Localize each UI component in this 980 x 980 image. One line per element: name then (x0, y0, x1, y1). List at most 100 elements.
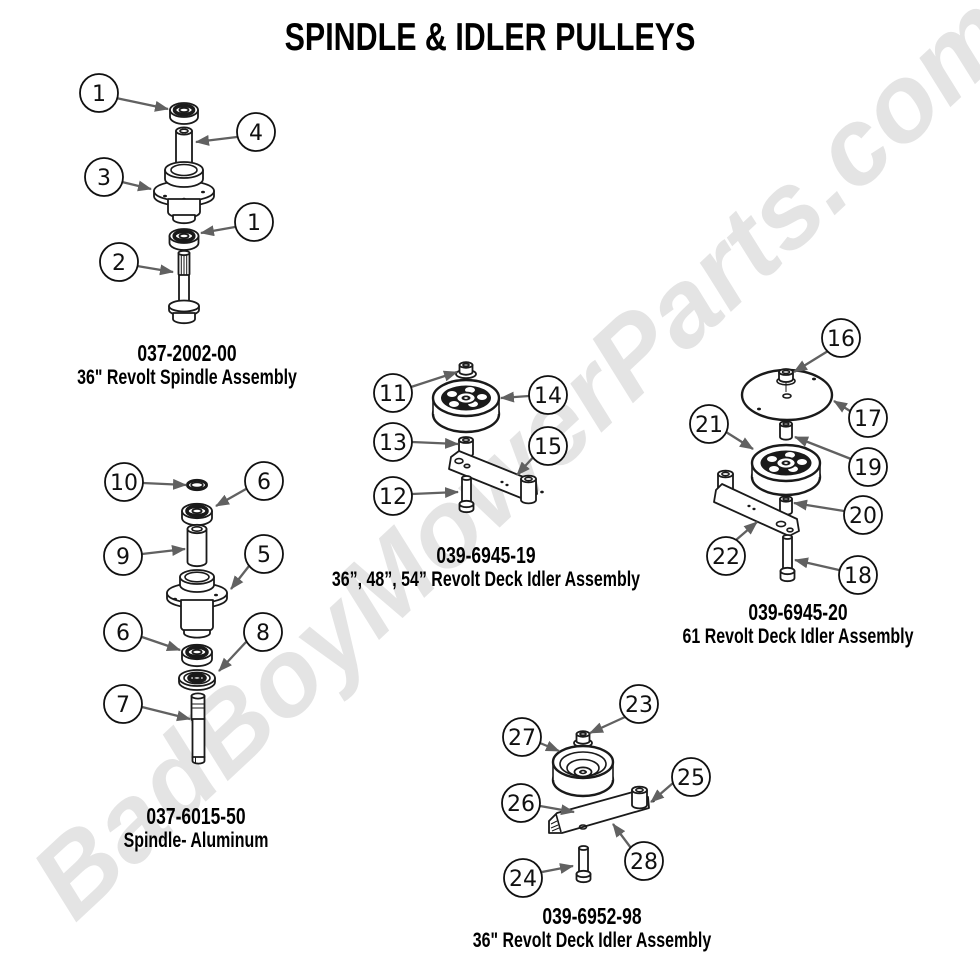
svg-text:18: 18 (844, 564, 872, 589)
part-name: 36”, 48”, 54” Revolt Deck Idler Assembly (331, 568, 641, 591)
spacer (458, 436, 474, 458)
assembly-idler-36-revolt: 23 27 25 26 28 24 (501, 684, 711, 898)
svg-text:3: 3 (97, 166, 111, 191)
callout-14: 14 (528, 375, 568, 415)
svg-text:20: 20 (849, 504, 877, 529)
flat-idler-pulley (551, 744, 615, 798)
bearing-top (169, 102, 199, 125)
callout-arrow (218, 641, 247, 672)
assembly-idler-61: 16 17 21 19 20 22 18 (689, 318, 888, 595)
svg-text:23: 23 (625, 693, 653, 718)
svg-text:19: 19 (854, 456, 882, 481)
spindle-housing (166, 569, 228, 639)
svg-text:4: 4 (249, 121, 263, 146)
svg-text:14: 14 (534, 384, 562, 409)
part-number: 039-6945-20 (748, 599, 848, 625)
part-name: 61 Revolt Deck Idler Assembly (682, 625, 914, 648)
callout-13: 13 (373, 422, 413, 462)
spacer-tube (175, 126, 193, 167)
callout-arrow (230, 565, 250, 590)
svg-text:24: 24 (509, 867, 537, 892)
svg-text:21: 21 (695, 413, 723, 438)
callout-18: 18 (838, 555, 878, 595)
callout-17: 17 (848, 398, 888, 438)
v-groove-pulley (431, 378, 501, 434)
callout-27: 27 (502, 717, 542, 757)
callout-25: 25 (671, 757, 711, 797)
callout-6: 6 (244, 461, 284, 501)
callout-arrow (541, 863, 574, 874)
callout-22: 22 (706, 536, 746, 576)
idler-bolt (779, 534, 796, 583)
svg-text:10: 10 (110, 471, 138, 496)
bearing-bottom (181, 643, 213, 668)
idler-arm (713, 469, 800, 537)
flange-nut (455, 361, 477, 380)
callout-arrow (793, 350, 829, 373)
callout-26: 26 (501, 783, 541, 823)
callout-23: 23 (619, 684, 659, 724)
pulley-cover-disc (740, 368, 834, 422)
svg-text:13: 13 (379, 431, 407, 456)
callout-11: 11 (373, 373, 413, 413)
svg-text:6: 6 (257, 470, 271, 495)
callout-arrow (794, 557, 840, 572)
svg-text:8: 8 (256, 621, 270, 646)
page-title: SPINDLE & IDLER PULLEYS (284, 16, 696, 59)
callout-2: 2 (99, 242, 139, 282)
snap-ring (186, 478, 208, 492)
callout-arrow (115, 96, 169, 112)
part-number: 037-6015-50 (146, 803, 246, 829)
callout-arrow (136, 264, 174, 276)
svg-text:22: 22 (712, 545, 740, 570)
callout-arrow (794, 435, 852, 461)
callout-arrow (200, 225, 236, 237)
callout-8: 8 (243, 612, 283, 652)
idler-bolt (575, 845, 592, 884)
callout-16: 16 (821, 318, 861, 358)
callout-7: 7 (103, 684, 143, 724)
callout-arrow (411, 437, 459, 449)
svg-text:26: 26 (507, 792, 535, 817)
callout-1: 1 (79, 73, 119, 113)
callout-arrow (410, 370, 458, 389)
callout-arrow (195, 134, 238, 146)
svg-text:12: 12 (379, 485, 407, 510)
callout-arrow (735, 521, 758, 541)
callout-arrow (141, 705, 191, 722)
callout-6b: 6 (103, 612, 143, 652)
assembly-label-037-2002-00: 037-2002-00 36" Revolt Spindle Assembly (0, 340, 417, 390)
spindle-shaft (190, 692, 206, 765)
spindle-housing (153, 161, 215, 225)
assembly-label-039-6945-20: 039-6945-20 61 Revolt Deck Idler Assembl… (568, 599, 980, 649)
svg-text:27: 27 (508, 726, 536, 751)
callout-arrow (650, 782, 674, 803)
svg-text:1: 1 (92, 82, 106, 107)
svg-text:9: 9 (116, 545, 130, 570)
svg-text:5: 5 (257, 543, 271, 568)
spindle-shaft (168, 249, 200, 325)
callout-19: 19 (848, 447, 888, 487)
svg-text:11: 11 (379, 382, 407, 407)
seal-washer (178, 669, 216, 691)
part-number: 039-6952-98 (542, 903, 642, 929)
part-number: 037-2002-00 (137, 340, 237, 366)
callout-arrow (793, 499, 845, 513)
svg-text:17: 17 (854, 407, 882, 432)
svg-text:6: 6 (116, 621, 130, 646)
callout-arrow (215, 487, 247, 508)
assembly-label-039-6952-98: 039-6952-98 36" Revolt Deck Idler Assemb… (362, 903, 822, 953)
callout-12: 12 (373, 476, 413, 516)
assembly-label-039-6945-19: 039-6945-19 36”, 48”, 54” Revolt Deck Id… (256, 542, 716, 592)
part-number: 039-6945-19 (436, 542, 536, 568)
callout-1b: 1 (234, 202, 274, 242)
svg-text:25: 25 (677, 766, 705, 791)
callout-arrow (411, 487, 459, 499)
callout-arrow (589, 715, 626, 735)
svg-text:28: 28 (630, 850, 658, 875)
assembly-idler-36-48-54: 11 14 13 15 12 (373, 361, 568, 516)
svg-text:1: 1 (247, 211, 261, 236)
spacer-tube (186, 523, 208, 568)
